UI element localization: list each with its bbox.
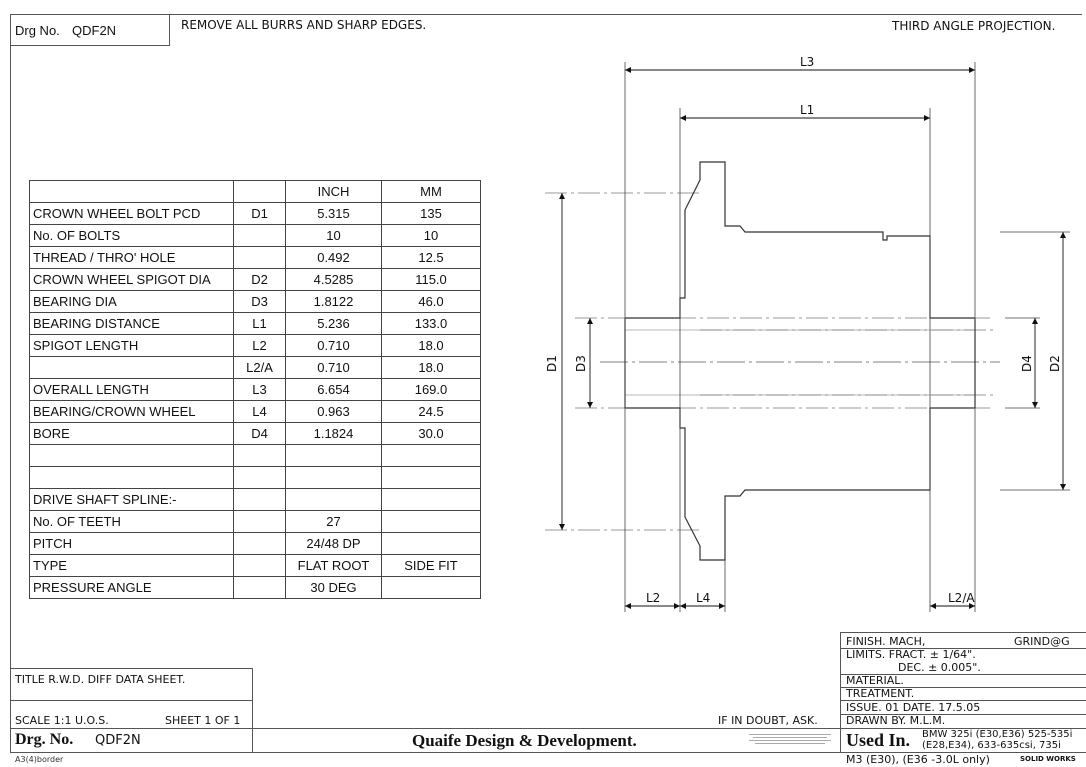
table-cell: BEARING DISTANCE	[29, 312, 234, 335]
dimension-lines	[559, 67, 1066, 609]
drg-no-label-bottom: Drg. No.	[15, 731, 74, 748]
m3-line: M3 (E30), (E36 -3.0L only)	[846, 753, 990, 766]
table-cell: SPIGOT LENGTH	[29, 334, 234, 357]
border-label: A3(4)border	[15, 755, 64, 764]
title-block-divider	[252, 668, 253, 752]
dim-d3-label: D3	[574, 355, 588, 372]
dim-l1-label: L1	[800, 103, 814, 117]
dim-l2a-label: L2/A	[948, 591, 975, 605]
table-cell: 0.710	[285, 334, 382, 357]
table-row: No. OF TEETH 27	[29, 510, 481, 533]
dim-d1-label: D1	[545, 355, 559, 372]
dim-d4-label: D4	[1020, 355, 1034, 372]
table-cell: DRIVE SHAFT SPLINE:-	[29, 488, 234, 511]
dim-l3-label: L3	[800, 55, 814, 69]
if-in-doubt: IF IN DOUBT, ASK.	[718, 714, 818, 727]
table-cell	[381, 576, 481, 599]
title-block-divider	[840, 687, 1086, 688]
drawing-title: TITLE R.W.D. DIFF DATA SHEET.	[15, 673, 186, 686]
title-block-divider	[840, 648, 1086, 649]
dim-l4-label: L4	[696, 591, 710, 605]
title-block-divider	[10, 700, 252, 701]
table-cell: 5.315	[285, 202, 382, 225]
solidworks-logo: SOLID WORKS	[1020, 755, 1076, 763]
extension-lines	[624, 62, 1070, 612]
part-outline	[624, 161, 976, 561]
treatment-label: TREATMENT.	[846, 687, 915, 700]
table-row: PRESSURE ANGLE 30 DEG	[29, 576, 481, 599]
drawn-by: DRAWN BY. M.L.M.	[846, 714, 946, 727]
scale-label: SCALE 1:1 U.O.S.	[15, 714, 109, 727]
finish-right-label: GRIND@G	[1014, 635, 1070, 648]
construction-lines	[545, 192, 995, 531]
used-in-label: Used In.	[846, 730, 911, 750]
table-cell: 6.654	[285, 378, 382, 401]
table-cell: 133.0	[381, 312, 481, 335]
table-cell: 5.236	[285, 312, 382, 335]
table-cell: 27	[285, 510, 382, 533]
material-label: MATERIAL.	[846, 674, 904, 687]
table-cell: SIDE FIT	[381, 554, 481, 577]
table-cell: 115.0	[381, 268, 481, 291]
dim-d2-label: D2	[1048, 355, 1062, 372]
table-cell: 1.8122	[285, 290, 382, 313]
finish-label: FINISH. MACH,	[846, 635, 926, 648]
drg-no-value: QDF2N	[72, 23, 117, 38]
limits-fract: LIMITS. FRACT. ± 1/64".	[846, 648, 976, 661]
table-row	[29, 466, 481, 489]
title-block-divider	[10, 752, 1086, 753]
copyright-fine-print	[745, 732, 835, 750]
used-in-line-2: (E28,E34), 633-635csi, 735i	[922, 740, 1061, 751]
table-cell: L2/A	[233, 356, 286, 379]
dim-l2-label: L2	[646, 591, 660, 605]
title-block-divider	[10, 728, 1086, 729]
table-cell: PITCH	[29, 532, 234, 555]
sheet-border	[10, 14, 1082, 752]
title-block-divider	[840, 700, 1086, 701]
title-block-divider	[840, 632, 1086, 633]
drg-no-label: Drg No.	[15, 23, 60, 38]
table-cell: 46.0	[381, 290, 481, 313]
table-cell: CROWN WHEEL SPIGOT DIA	[29, 268, 234, 291]
title-block-divider	[10, 668, 252, 669]
table-cell: No. OF TEETH	[29, 510, 234, 533]
projection-note: THIRD ANGLE PROJECTION.	[892, 19, 1056, 33]
table-cell: 10	[381, 224, 481, 247]
drg-no-box	[10, 14, 170, 46]
drg-no-value-bottom: QDF2N	[95, 733, 141, 748]
company-name: Quaife Design & Development.	[412, 731, 637, 750]
title-block-divider	[840, 714, 1086, 715]
table-row: PITCH 24/48 DP	[29, 532, 481, 555]
title-block-divider	[840, 674, 1086, 675]
table-cell: 30 DEG	[285, 576, 382, 599]
table-cell: 18.0	[381, 334, 481, 357]
used-in-line-1: BMW 325i (E30,E36) 525-535i	[922, 729, 1073, 740]
issue-date: ISSUE. 01 DATE. 17.5.05	[846, 701, 981, 714]
sheet-label: SHEET 1 OF 1	[165, 714, 241, 727]
table-cell: PRESSURE ANGLE	[29, 576, 234, 599]
table-cell: 24/48 DP	[285, 532, 382, 555]
limits-dec: DEC. ± 0.005".	[898, 661, 981, 674]
title-block-divider	[840, 632, 841, 752]
general-note: REMOVE ALL BURRS AND SHARP EDGES.	[181, 18, 427, 32]
